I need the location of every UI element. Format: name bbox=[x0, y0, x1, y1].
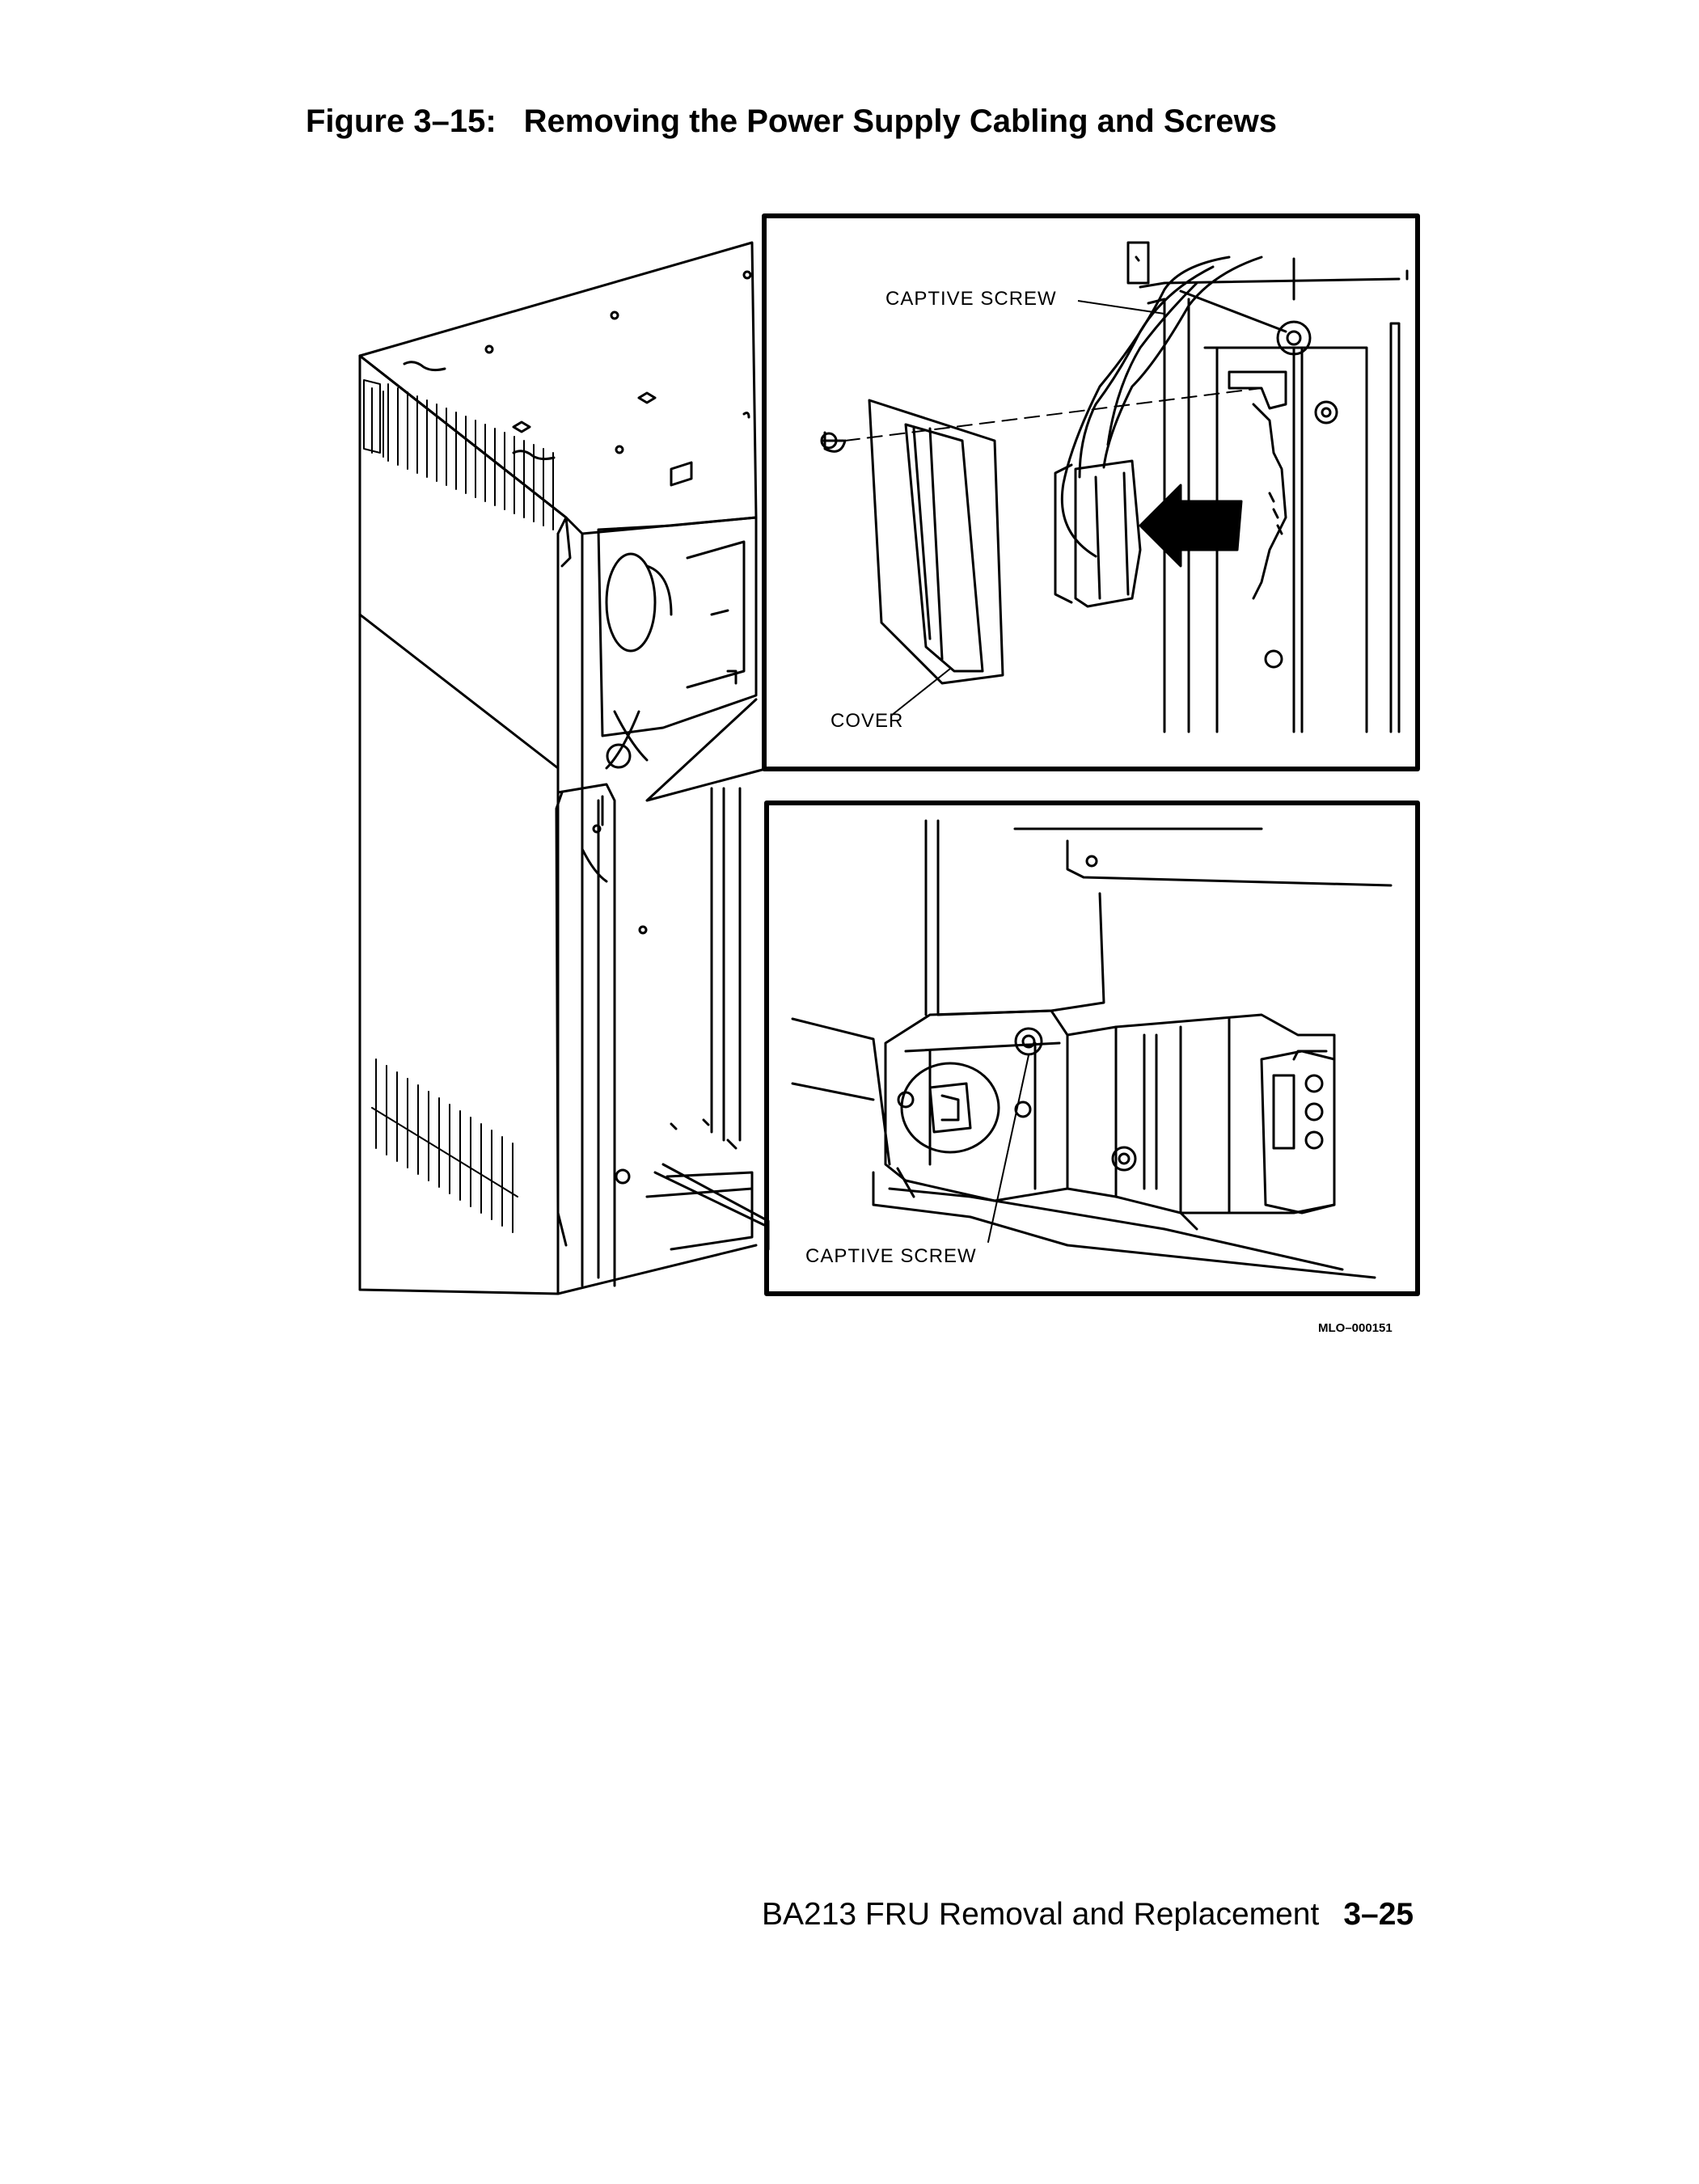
page-number: 3–25 bbox=[1343, 1897, 1414, 1932]
figure-id: MLO–000151 bbox=[1318, 1321, 1393, 1335]
figure-title: Removing the Power Supply Cabling and Sc… bbox=[523, 103, 1277, 139]
figure-caption: Figure 3–15: Removing the Power Supply Ca… bbox=[306, 103, 1277, 140]
callout-captive-screw-top: CAPTIVE SCREW bbox=[885, 288, 1057, 310]
callout-cover: COVER bbox=[830, 710, 903, 732]
figure-number: Figure 3–15: bbox=[306, 103, 497, 139]
top-inset bbox=[762, 213, 1420, 771]
page-footer: BA213 FRU Removal and Replacement 3–25 bbox=[762, 1897, 1414, 1933]
callout-captive-screw-bottom: CAPTIVE SCREW bbox=[805, 1245, 977, 1267]
cabinet-drawing bbox=[358, 241, 770, 1295]
bottom-inset bbox=[764, 801, 1420, 1296]
footer-section: BA213 FRU Removal and Replacement bbox=[762, 1897, 1320, 1932]
